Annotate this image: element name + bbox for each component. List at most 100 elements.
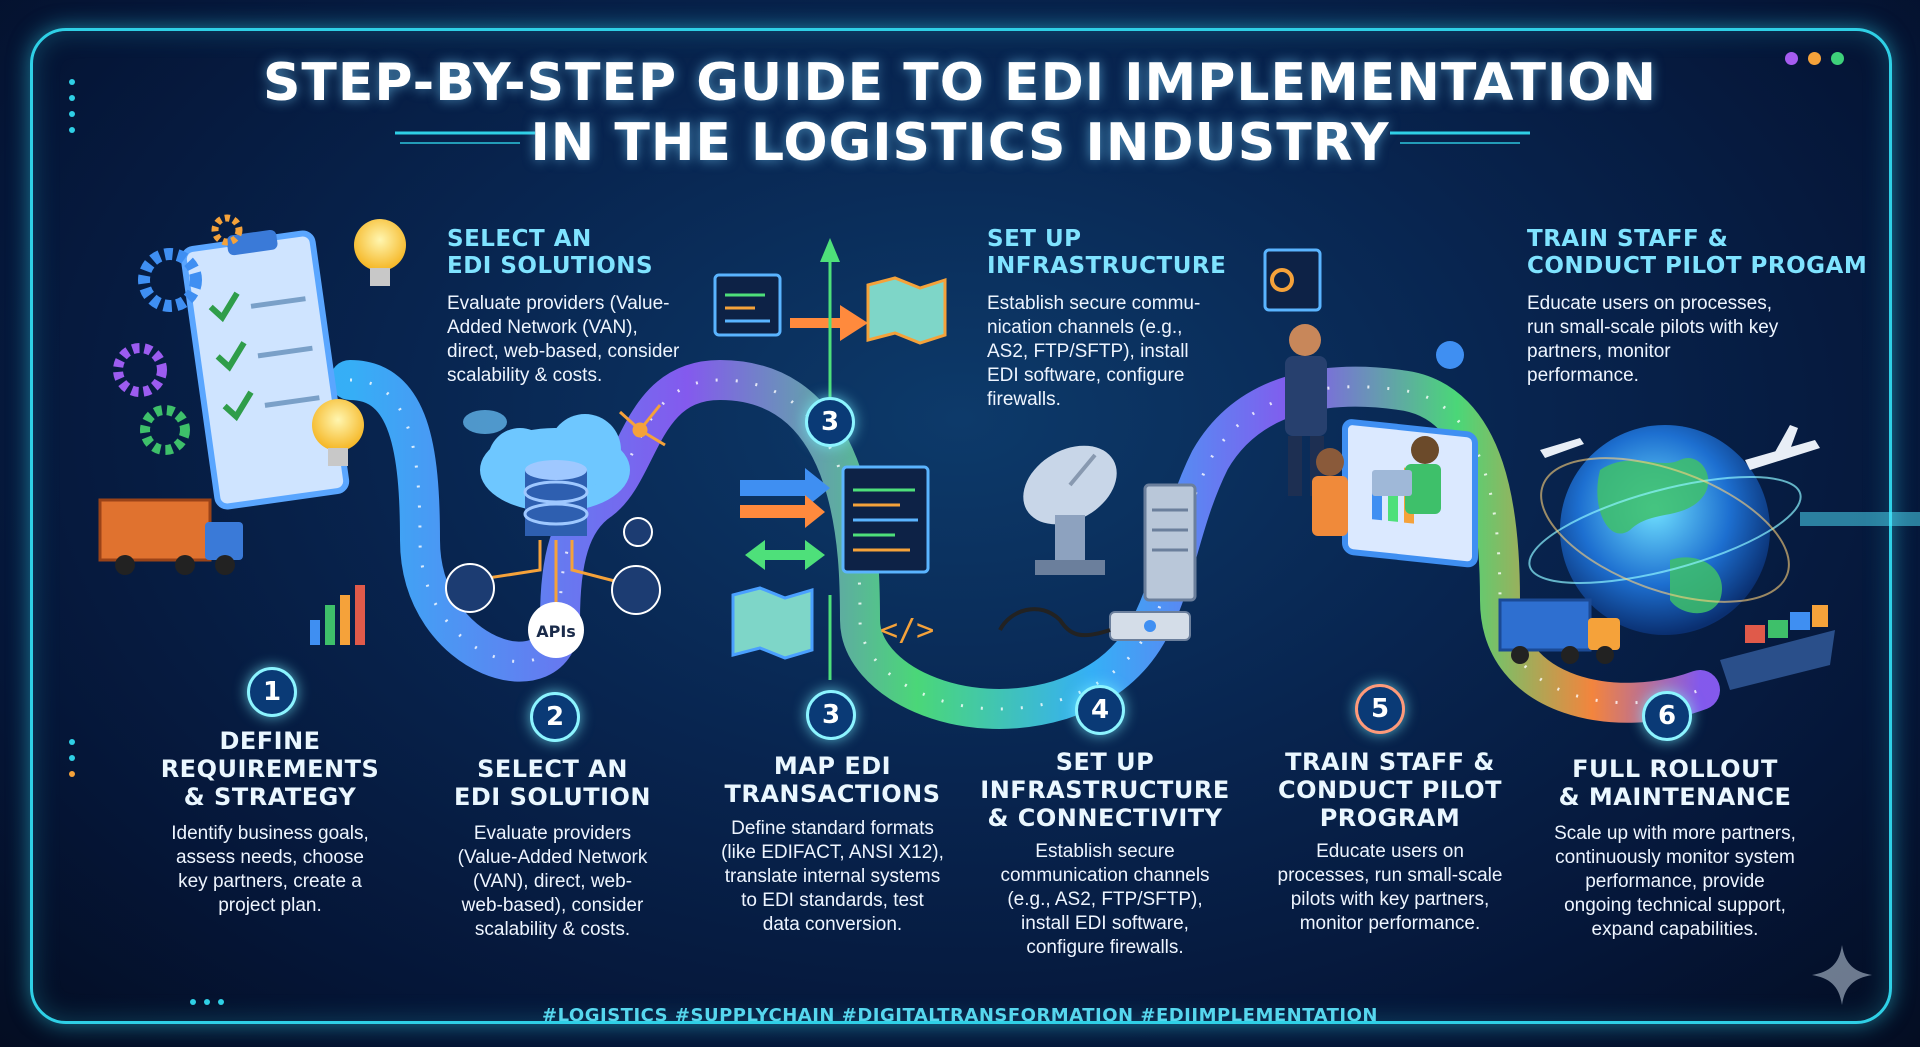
- database-icon: [523, 460, 589, 536]
- desc-line: communication channels: [1000, 865, 1210, 886]
- desc-line: Educate users on processes,: [1527, 293, 1773, 314]
- desc-line: direct, web-based, consider: [447, 341, 680, 362]
- step-1-desc: Identify business goals, assess needs, c…: [130, 822, 410, 918]
- top-label-infra-desc: Establish secure commu- nication channel…: [987, 292, 1200, 412]
- desc-line: Define standard formats: [731, 818, 934, 839]
- dot-orange: [1808, 52, 1821, 65]
- top-label-infra-title: SET UP INFRASTRUCTURE: [987, 226, 1226, 280]
- desc-line: key partners, create a: [178, 871, 362, 892]
- desc-line: translate internal systems: [724, 866, 941, 887]
- right-glow: [1800, 512, 1920, 526]
- title-line: & CONNECTIVITY: [987, 804, 1223, 832]
- dot-purple: [1785, 52, 1798, 65]
- desc-line: (e.g., AS2, FTP/SFTP),: [1007, 889, 1203, 910]
- desc-line: scalability & costs.: [447, 365, 603, 386]
- code-window-icon: [713, 273, 930, 574]
- desc-line: ongoing technical support,: [1564, 895, 1786, 916]
- step-6-badge: 6: [1642, 691, 1692, 741]
- title-line: PROGRAM: [1319, 804, 1461, 832]
- apis-bubble: [528, 602, 584, 658]
- step-4-badge: 4: [1075, 685, 1125, 735]
- step-3-title: MAP EDI TRANSACTIONS: [695, 752, 970, 808]
- page-title-line-2: IN THE LOGISTICS INDUSTRY: [530, 113, 1390, 173]
- desc-line: Evaluate providers (Value-: [447, 293, 670, 314]
- step-1-title: DEFINE REQUIREMENTS & STRATEGY: [130, 727, 410, 811]
- desc-line: nication channels (e.g.,: [987, 317, 1183, 338]
- title-line: TRANSACTIONS: [724, 780, 941, 808]
- title-line: FULL ROLLOUT: [1572, 755, 1778, 783]
- arrows-icon: [740, 238, 868, 680]
- top-label-title-line: INFRASTRUCTURE: [987, 253, 1227, 279]
- title-line: CONDUCT PILOT: [1277, 776, 1503, 804]
- side-dots: [69, 79, 224, 1005]
- step-4-desc: Establish secure communication channels …: [965, 840, 1245, 960]
- airplane-icon: [1540, 425, 1820, 470]
- network-icon: [618, 404, 666, 447]
- step-5-badge: 5: [1355, 684, 1405, 734]
- desc-line: Establish secure: [1035, 841, 1175, 862]
- ship-icon: [1720, 605, 1835, 690]
- step-4-title: SET UP INFRASTRUCTURE & CONNECTIVITY: [965, 748, 1245, 832]
- desc-line: Scale up with more partners,: [1554, 823, 1796, 844]
- step-1-badge: 1: [247, 667, 297, 717]
- sparkle-icon: [1812, 945, 1872, 1005]
- step-2-title: SELECT AN EDI SOLUTION: [420, 755, 685, 811]
- desc-line: to EDI standards, test: [741, 890, 924, 911]
- step-5-desc: Educate users on processes, run small-sc…: [1250, 840, 1530, 936]
- step-2-badge: 2: [530, 692, 580, 742]
- title-decoration: [395, 131, 1530, 144]
- desc-line: monitor performance.: [1299, 913, 1481, 934]
- top-label-title-line: CONDUCT PILOT PROGAM: [1527, 253, 1868, 279]
- title-line: & MAINTENANCE: [1558, 783, 1792, 811]
- desc-line: data conversion.: [762, 914, 903, 935]
- desc-line: expand capabilities.: [1591, 919, 1759, 940]
- desc-line: (like EDIFACT, ANSI X12),: [721, 842, 944, 863]
- dot-green: [1831, 52, 1844, 65]
- title-line: & STRATEGY: [183, 783, 357, 811]
- step-3-desc: Define standard formats (like EDIFACT, A…: [695, 817, 970, 937]
- desc-line: pilots with key partners,: [1290, 889, 1490, 910]
- desc-line: AS2, FTP/SFTP), install: [987, 341, 1189, 362]
- clipboard-icon: [180, 229, 350, 510]
- desc-line: configure firewalls.: [1026, 937, 1184, 958]
- python-icon: [611, 565, 661, 615]
- satellite-dish-icon: [1023, 445, 1117, 575]
- apis-label: APIs: [536, 622, 576, 641]
- desc-line: install EDI software,: [1021, 913, 1189, 934]
- desc-line: performance.: [1527, 365, 1639, 386]
- path-step-3-badge: 3: [805, 397, 855, 447]
- top-label-train-title: TRAIN STAFF & CONDUCT PILOT PROGAM: [1527, 226, 1867, 280]
- desc-line: partners, monitor: [1527, 341, 1671, 362]
- top-label-title-line: SET UP: [987, 226, 1082, 252]
- title-line: REQUIREMENTS: [160, 755, 380, 783]
- window-dots: [1785, 52, 1844, 65]
- code-tag-icon: </>: [880, 613, 934, 648]
- title-line: MAP EDI: [773, 752, 892, 780]
- desc-line: Added Network (VAN),: [447, 317, 638, 338]
- globe-icon: [1528, 425, 1802, 635]
- map-icon: [731, 276, 947, 660]
- title-line: SET UP: [1055, 748, 1155, 776]
- bar-chart-icon: [310, 585, 365, 645]
- step-6-desc: Scale up with more partners, continuousl…: [1525, 822, 1825, 942]
- step-6-title: FULL ROLLOUT & MAINTENANCE: [1525, 755, 1825, 811]
- desc-line: assess needs, choose: [175, 847, 364, 868]
- gear-small-icon: [623, 517, 653, 547]
- desc-line: Evaluate providers: [473, 823, 632, 844]
- title-line: INFRASTRUCTURE: [980, 776, 1230, 804]
- step-2-desc: Evaluate providers (Value-Added Network …: [420, 822, 685, 942]
- desc-line: firewalls.: [987, 389, 1061, 410]
- step-3-badge: 3: [806, 690, 856, 740]
- desc-line: web-based), consider: [461, 895, 644, 916]
- desc-line: Establish secure commu-: [987, 293, 1201, 314]
- desc-line: (VAN), direct, web-: [472, 871, 633, 892]
- title-line: DEFINE: [219, 727, 321, 755]
- title-line: SELECT AN: [477, 755, 628, 783]
- desc-line: continuously monitor system: [1555, 847, 1795, 868]
- top-label-select-desc: Evaluate providers (Value- Added Network…: [447, 292, 679, 388]
- cable-icon: [998, 607, 1111, 638]
- lightbulb-icon: [312, 219, 406, 466]
- desc-line: scalability & costs.: [474, 919, 631, 940]
- truck-icon: [98, 498, 243, 575]
